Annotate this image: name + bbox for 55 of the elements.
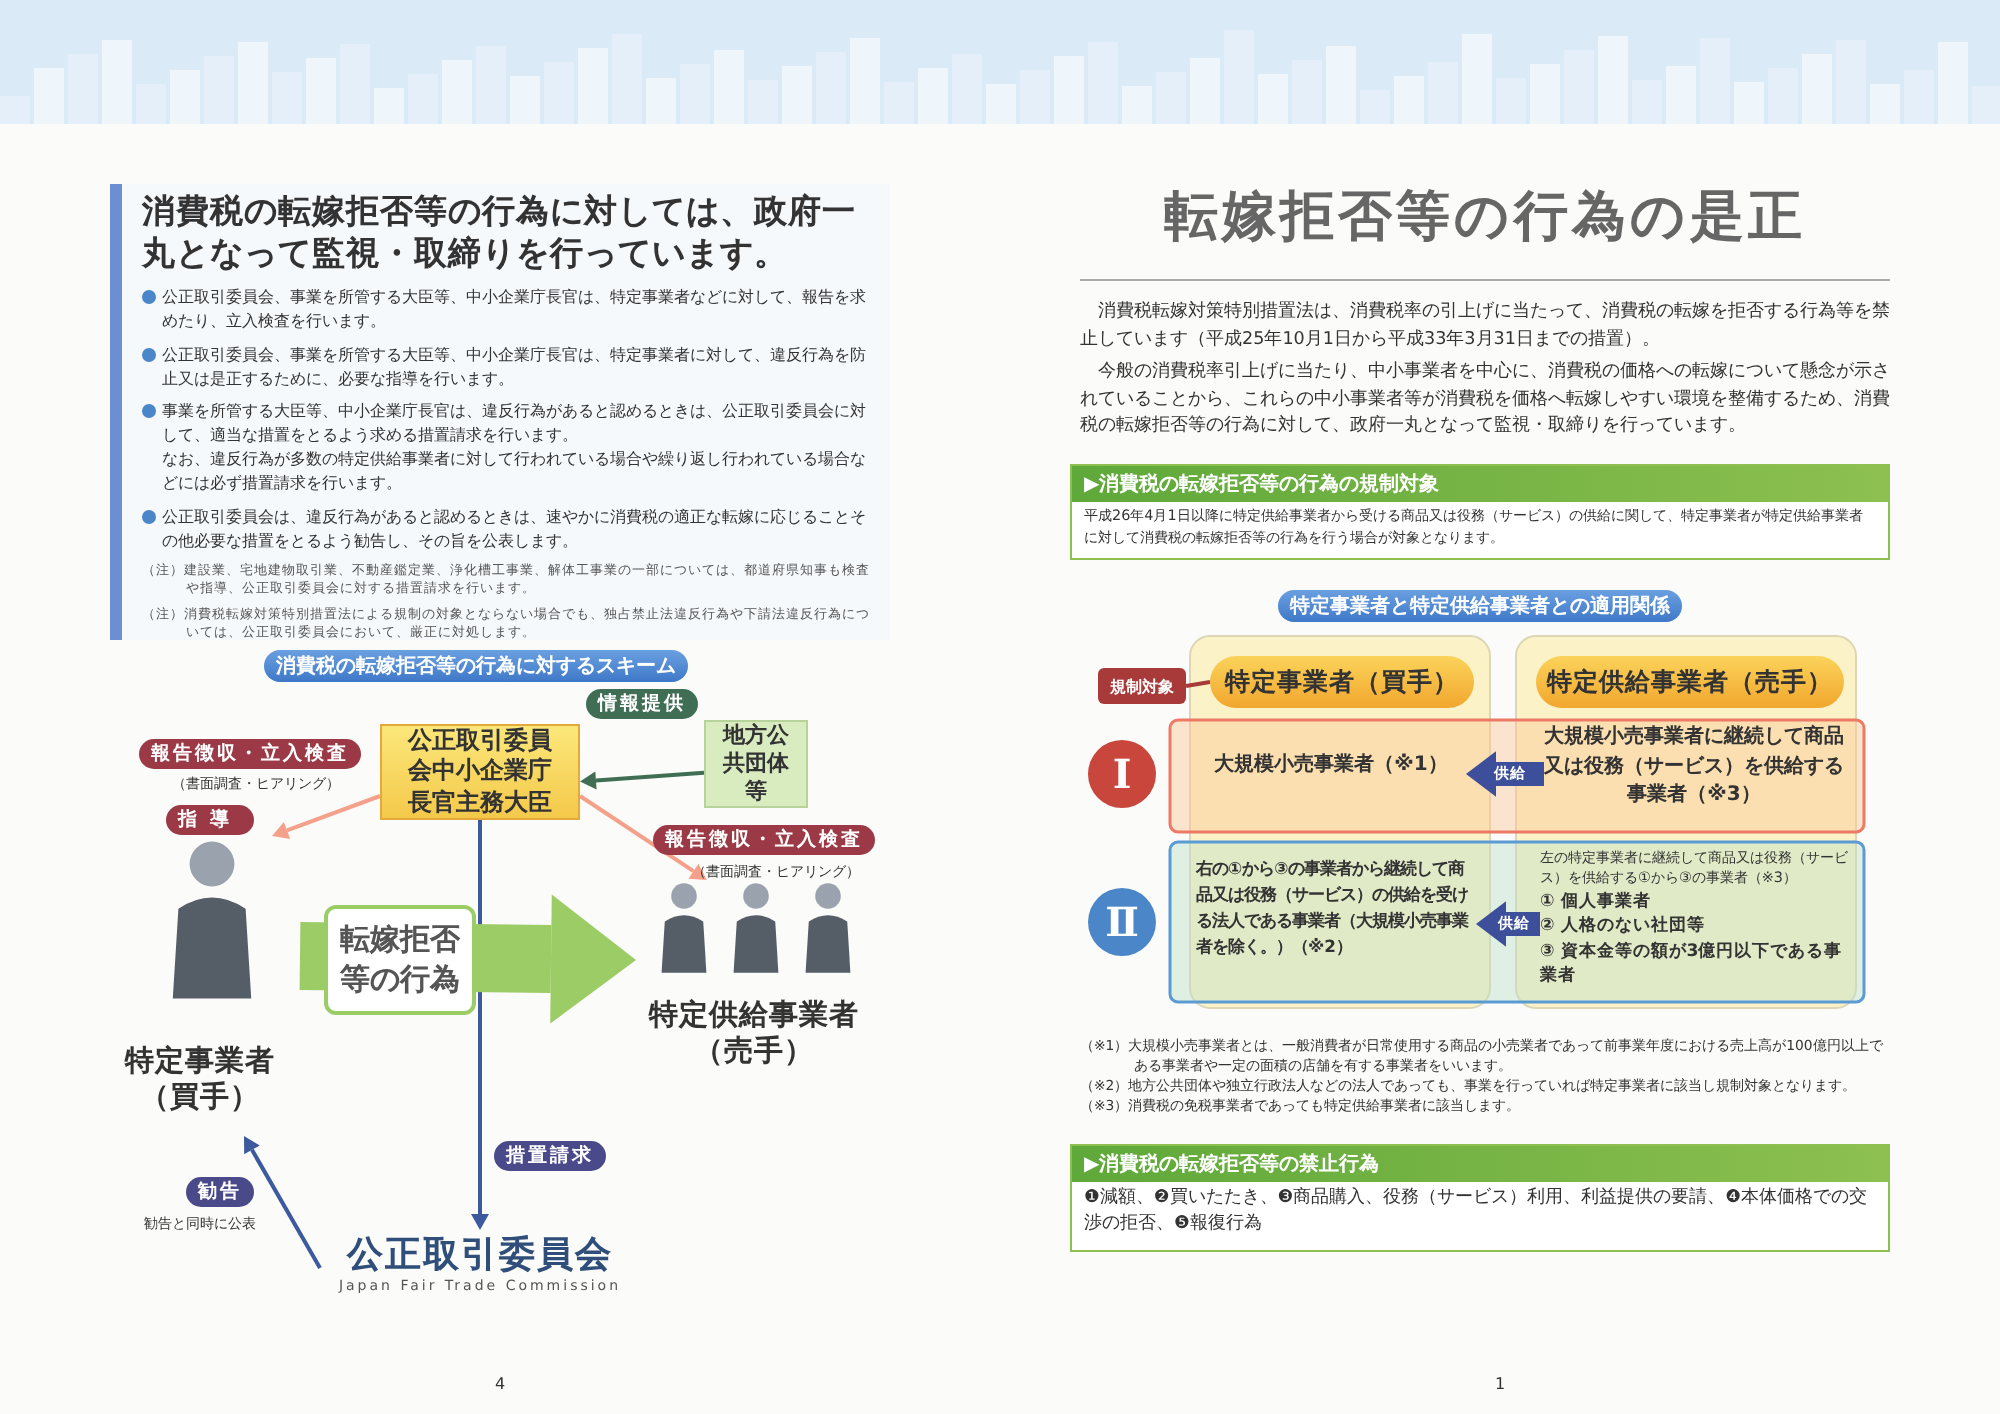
box-label: 地方公共団体等 [720, 721, 791, 807]
section-panel [1070, 1144, 1890, 1252]
edge-label: 勧告 [186, 1177, 254, 1207]
tag-box [1098, 668, 1186, 704]
column-heading: 特定供給事業者（売手） [1547, 665, 1833, 699]
body-paragraph: 消費税転嫁対策特別措置法は、消費税率の引上げに当たって、消費税の転嫁を拒否する行為等を禁止しています（平成25年10月1日から平成33年3月31日までの措置）。 [1080, 300, 1890, 354]
cell-text: 大規模小売事業者（※1） [1196, 752, 1466, 796]
numeral-circle [1088, 740, 1156, 808]
info-panel [110, 184, 890, 640]
organization-name: 公正取引委員会 [344, 1232, 615, 1278]
bullet-text: 事業を所管する大臣等、中小企業庁長官は、違反行為があると認めるときは、公正取引委員会に対して、適当な措置をとるよう求める措置請求を行います。 [142, 400, 878, 449]
box-label: 公正取引委員会中小企業庁長官主務大臣 [405, 725, 554, 819]
column-heading: 特定事業者（買手） [1225, 665, 1459, 699]
arrow [244, 1136, 322, 1269]
section-panel [1070, 464, 1890, 560]
list-item: ② 人格のない社団等 [1540, 914, 1707, 939]
bullet-text: 公正取引委員会、事業を所管する大臣等、中小企業庁長官は、特定事業者に対して、違反行為を防止又は是正するために、必要な指導を行います。 [142, 343, 878, 391]
arrow [578, 794, 707, 880]
edge-label: 報告徴収・立入検査 [653, 825, 875, 855]
authority-box [380, 724, 580, 820]
edge-label: 報告徴収・立入検査 [139, 739, 361, 769]
list-item: ① 個人事業者 [1540, 890, 1653, 915]
party-label: 特定事業者（買手） [122, 1044, 277, 1117]
edge-label: 情報提供 [586, 689, 698, 719]
arrow [1476, 901, 1540, 947]
edge-label: 転嫁拒否等の行為 [324, 905, 476, 1015]
panel-heading: 消費税の転嫁拒否等の行為に対しては、政府一丸となって監視・取締りを行っています。 [142, 190, 858, 276]
bullet-text: 公正取引委員会、事業を所管する大臣等、中小企業庁長官は、特定事業者などに対して、報告を求めたり、立入検査を行います。 [142, 285, 878, 334]
party-label: 特定供給事業者（売手） [646, 998, 861, 1071]
cell-text: 大規模小売事業者に継続して商品又は役務（サービス）を供給する事業者（※3） [1544, 724, 1844, 824]
section-text: ❶減額、❷買いたたき、❸商品購入、役務（サービス）利用、利益提供の要請、❹本体価格での交渉の拒否、❺報復行為 [1082, 1185, 1870, 1239]
tag-label: 規制対象 [1110, 675, 1174, 697]
header-pill [1210, 656, 1474, 708]
section-heading: ▶消費税の転嫁拒否等の禁止行為 [1072, 1146, 1888, 1182]
page-number: 4 [494, 1375, 506, 1393]
row-numeral: Ⅰ [1112, 750, 1132, 798]
arrow [580, 770, 705, 790]
scheme-title: 消費税の転嫁拒否等の行為に対するスキーム [264, 650, 688, 682]
section-title: 特定事業者と特定供給事業者との適用関係 [1278, 590, 1682, 622]
numeral-circle [1088, 888, 1156, 956]
body-paragraph: 今般の消費税率引上げに当たり、中小事業者を中心に、消費税の価格への転嫁について懸念が示されていることから、これらの中小事業者等が消費税を価格へ転嫁しやすい環境を整備するため、消費税の転嫁拒否等の行為に対して、政府一丸となって監視・取締りを行っています。 [1080, 360, 1890, 441]
bullet-text: なお、違反行為が多数の特定供給事業者に対して行われている場合や繰り返し行われている場合などには必ず措置請求を行います。 [160, 448, 868, 496]
tag-label: 指導 [166, 805, 254, 835]
section-heading: ▶消費税の転嫁拒否等の行為の規制対象 [1072, 466, 1888, 502]
list-item: ③ 資本金等の額が3億円以下である事業者 [1540, 939, 1845, 988]
cell-text: 右の①から③の事業者から継続して商品又は役務（サービス）の供給を受ける法人である事業者（大規模小売事業者を除く。）（※2） [1196, 856, 1476, 992]
page-title: 転嫁拒否等の行為の是正 [1162, 184, 1808, 252]
page-number: 1 [1494, 1375, 1506, 1393]
connector-line [1185, 680, 1211, 688]
row-numeral: Ⅱ [1105, 898, 1139, 946]
authority-box [704, 720, 808, 808]
edge-label: 措置請求 [494, 1141, 606, 1171]
arrow [272, 794, 381, 839]
bullet-text: 公正取引委員会は、違反行為があると認めるときは、速やかに消費税の適正な転嫁に応じることその他必要な措置をとるよう勧告し、その旨を公表します。 [142, 506, 878, 554]
header-pill [1536, 656, 1844, 708]
